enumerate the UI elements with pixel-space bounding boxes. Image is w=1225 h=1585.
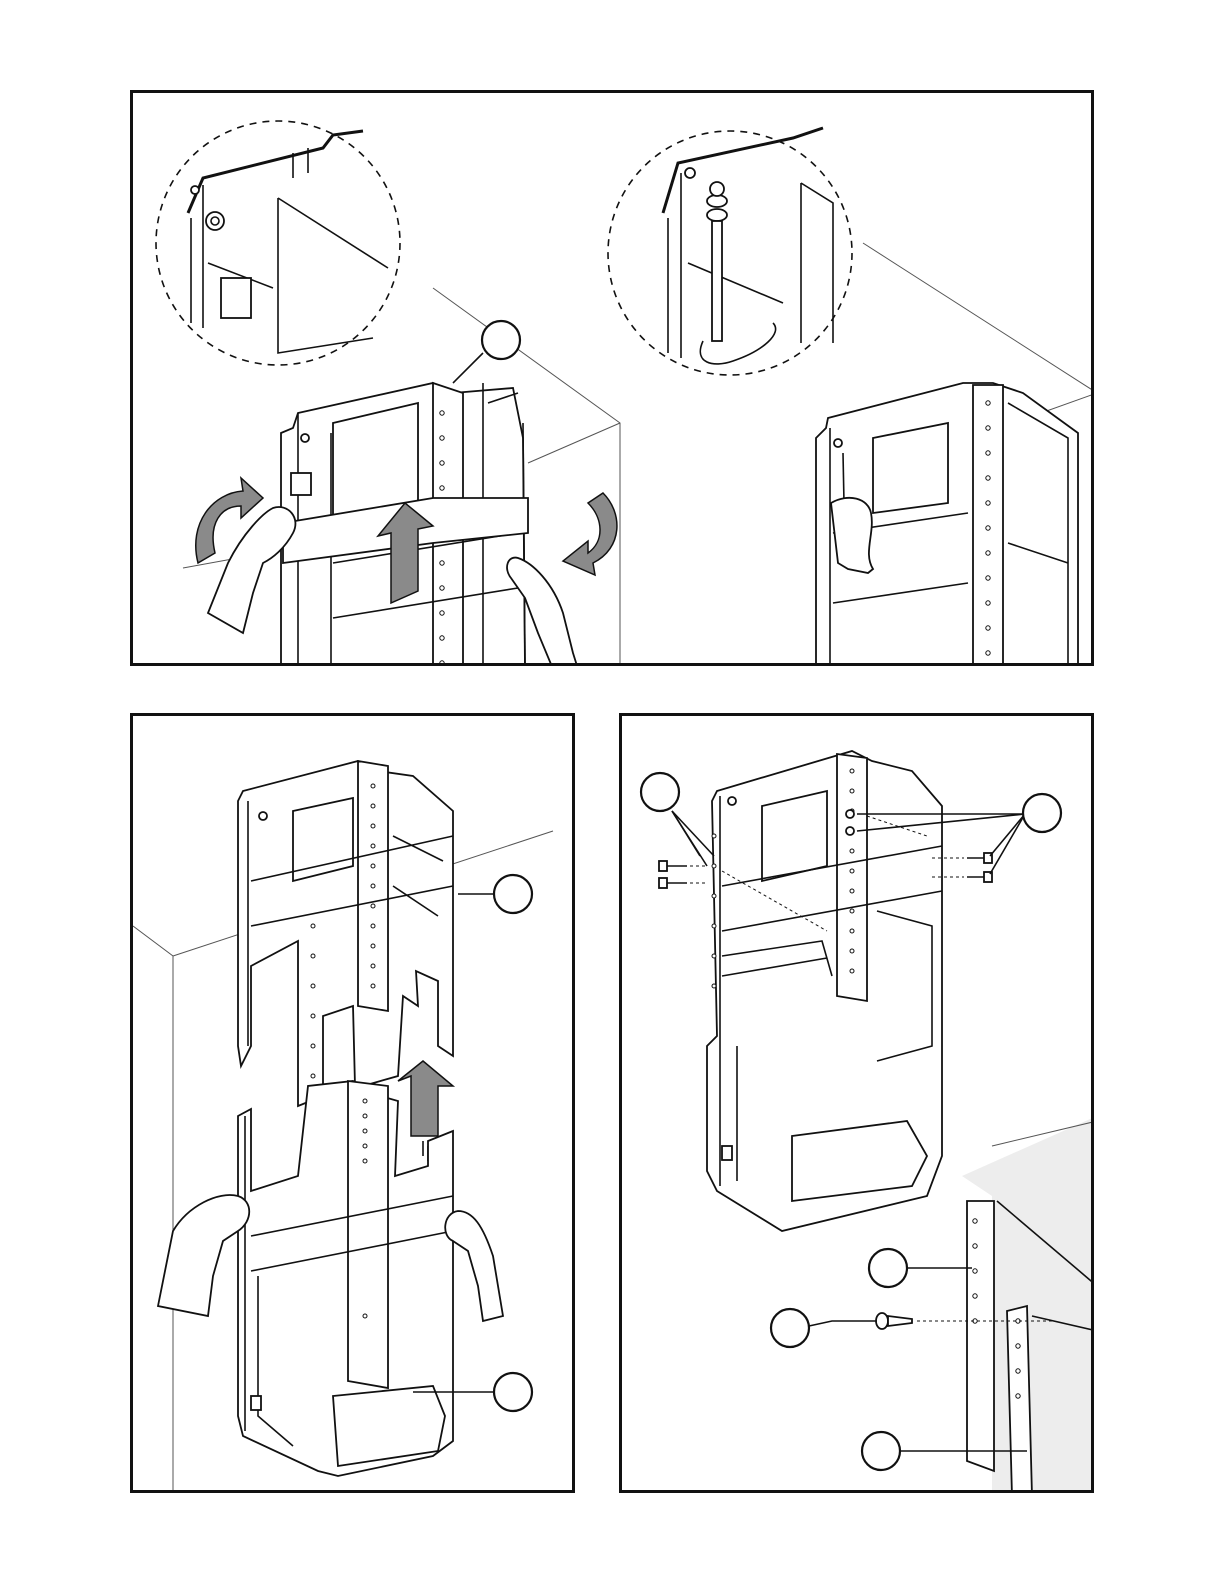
assembled-frame	[707, 751, 942, 1231]
screwdriver-icon	[700, 195, 775, 364]
top-panel	[130, 90, 1094, 666]
screw-icon	[659, 861, 707, 871]
hand-right-panel	[831, 498, 873, 573]
screw-icon	[659, 878, 707, 888]
screws-left	[641, 773, 714, 888]
bottom-left-illustration	[133, 716, 575, 1493]
screw-icon	[876, 1313, 912, 1329]
lower-frame	[158, 1081, 503, 1476]
detail-circle-right	[608, 128, 852, 375]
bottom-left-panel	[130, 713, 575, 1493]
callout-upper	[458, 875, 532, 913]
detail-circle-left	[156, 121, 400, 365]
callout-br-2	[771, 1309, 877, 1347]
upper-frame	[238, 761, 453, 1106]
bottom-right-panel	[619, 713, 1094, 1493]
wall-edge-right	[863, 243, 1094, 393]
callout-top	[453, 321, 520, 383]
hood-frame-left	[196, 383, 617, 666]
curved-arrow-icon	[563, 493, 617, 575]
bottom-right-illustration	[622, 716, 1094, 1493]
up-arrow-icon	[398, 1061, 453, 1136]
callout-br-1	[869, 1249, 972, 1287]
top-illustration	[133, 93, 1094, 666]
hood-frame-right	[816, 383, 1078, 666]
screw-head-icon	[206, 212, 224, 230]
hand-left	[158, 1195, 249, 1316]
